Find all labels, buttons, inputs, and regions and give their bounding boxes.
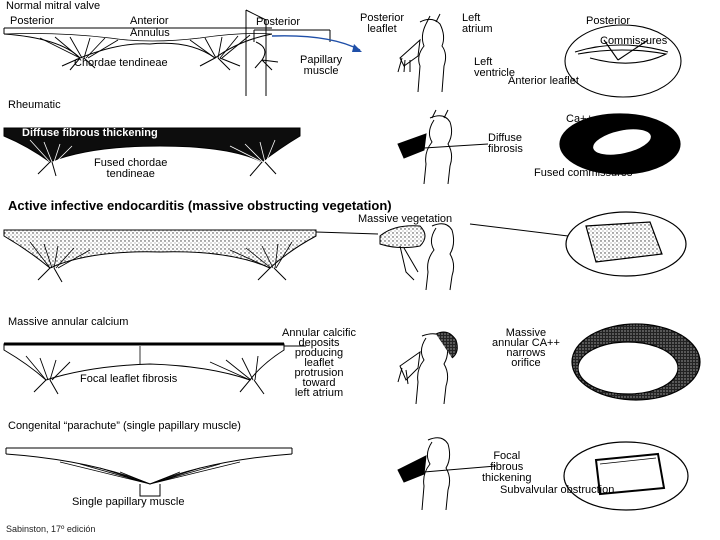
label-chordae-tendineae: Chordae tendineae [74,57,168,69]
label-left-ventricle: Left ventricle [474,56,515,79]
endocarditis-profile [379,223,455,291]
label-annular-calcific-deposits: Annular calcific deposits producing leaf… [282,327,356,399]
label-posterior-leaflet: Posterior leaflet [360,12,405,35]
normal-arrow [271,35,361,51]
section-title-normal: Normal mitral valve [6,0,101,12]
source-credit: Sabinston, 17º edición [6,524,96,534]
annular-orifice [571,323,701,401]
label-subvalvular-obstruction: Subvalvular obstruction [500,484,615,496]
label-anterior-leaflet: Anterior leaflet [508,75,579,87]
label-massive-vegetation: Massive vegetation [358,213,453,225]
label-fused-commissures: Fused commissures [534,167,633,179]
normal-arrow-head [352,44,362,52]
label-diffuse-fibrosis: Diffuse fibrosis [488,132,523,155]
normal-plane [245,9,331,96]
annular-valve-spread [3,342,306,395]
label-diffuse-fibrous-thickening: Diffuse fibrous thickening [22,127,158,139]
endocarditis-orifice [565,211,687,277]
label-focal-fibrous-thickening: Focal fibrous thickening [482,450,532,484]
endocarditis-row [3,211,687,291]
endocarditis-valve-spread [3,229,379,283]
label-annulus: Annulus [130,27,170,39]
label-posterior: Posterior [10,15,55,27]
label-fused-chordae: Fused chordae tendineae [94,157,168,180]
label-anterior: Anterior [130,15,169,27]
section-title-rheumatic: Rheumatic [8,99,61,111]
parachute-valve-spread [5,447,293,497]
label-posterior-panel: Posterior [256,16,301,28]
label-commissures: Commissures [600,35,668,47]
normal-orifice [564,24,682,98]
label-single-papillary-muscle: Single papillary muscle [72,496,185,508]
parachute-row [5,437,689,511]
rheumatic-row [3,109,681,185]
parachute-profile [397,437,497,511]
label-posterior-orifice: Posterior [586,15,631,27]
section-title-endocarditis: Active infective endocarditis (massive o… [8,198,392,213]
rheumatic-orifice [559,113,681,175]
parachute-orifice [563,441,689,511]
section-title-annular-calcium: Massive annular calcium [8,316,129,328]
label-massive-annular-ca: Massive annular CA++ narrows orifice [492,327,560,369]
annular-profile [397,331,458,405]
rheumatic-valve-spread [3,127,301,177]
section-title-parachute: Congenital “parachute” (single papillary… [8,420,241,432]
annular-calcium-row [3,323,701,405]
normal-profile [397,13,447,93]
endocarditis-pointer [469,223,569,237]
normal-valve-row [3,9,682,98]
normal-valve-spread [3,27,273,71]
label-papillary-muscle: Papillary muscle [300,54,343,77]
label-calcium: Ca++ [566,113,593,125]
label-left-atrium: Left atrium [462,12,493,35]
label-focal-leaflet-fibrosis: Focal leaflet fibrosis [80,373,178,385]
rheumatic-profile [397,109,489,185]
